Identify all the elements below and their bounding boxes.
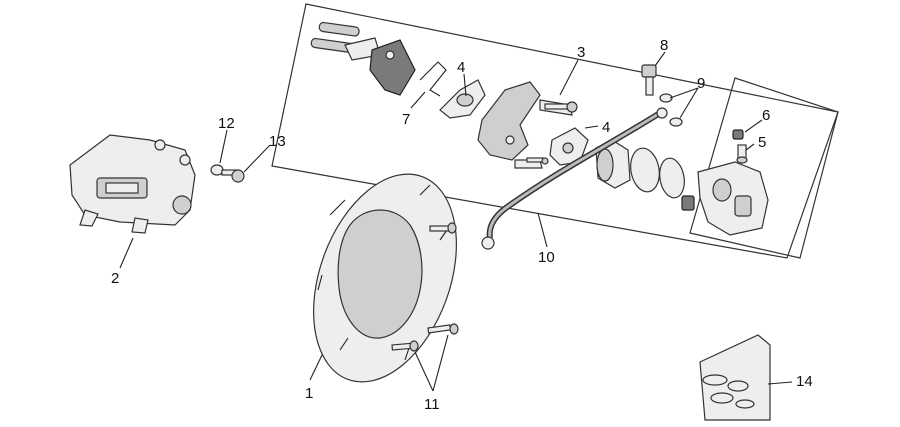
part-pad-spring xyxy=(419,61,447,97)
part-copper-washer-lower xyxy=(669,117,683,127)
callout-11: 11 xyxy=(424,396,440,413)
callout-1: 1 xyxy=(305,385,313,402)
callout-10: 10 xyxy=(538,249,555,266)
part-caliper-bracket xyxy=(69,134,196,234)
callout-4-upper: 4 xyxy=(457,59,465,76)
part-disc-bolts xyxy=(391,222,459,352)
leader-2 xyxy=(119,237,134,269)
leader-10 xyxy=(537,212,548,248)
caliper-assembly-frame xyxy=(271,3,839,259)
leader-8 xyxy=(654,51,666,67)
leader-7 xyxy=(410,91,426,109)
leader-9b xyxy=(679,87,699,119)
part-bleed-cap xyxy=(732,129,744,140)
part-pad-plate xyxy=(549,127,589,166)
part-caliper-screws xyxy=(526,101,578,165)
callout-9: 9 xyxy=(697,75,705,92)
leader-11b xyxy=(432,334,449,392)
part-brake-disc xyxy=(313,173,457,383)
callout-4-lower: 4 xyxy=(602,119,610,136)
callout-2: 2 xyxy=(111,270,119,287)
part-bracket-bolt xyxy=(221,169,245,183)
leader-9a xyxy=(669,87,699,99)
part-bleed-screw xyxy=(736,144,748,164)
part-brake-pad-inner xyxy=(439,79,486,119)
callout-7: 7 xyxy=(402,111,410,128)
part-copper-washer-upper xyxy=(659,93,673,103)
part-washer xyxy=(210,164,224,176)
callout-14: 14 xyxy=(796,373,813,390)
leader-4a xyxy=(463,73,467,97)
part-pad-pins xyxy=(310,21,381,61)
callout-13: 13 xyxy=(269,133,286,150)
part-caliper-body xyxy=(681,161,769,236)
callout-8: 8 xyxy=(660,37,668,54)
callout-6: 6 xyxy=(762,107,770,124)
part-brake-hose xyxy=(481,107,668,250)
part-banjo-bolt xyxy=(641,64,657,96)
part-seal-kit xyxy=(699,334,771,421)
leader-3 xyxy=(559,59,579,96)
leader-4b xyxy=(584,125,599,129)
leader-13 xyxy=(243,144,271,173)
part-seal-outer xyxy=(630,147,660,193)
part-brake-pad-outer xyxy=(369,39,416,96)
leader-6 xyxy=(744,119,763,133)
leader-lines xyxy=(119,51,793,392)
part-seal-inner xyxy=(659,157,685,199)
leader-14 xyxy=(767,381,793,385)
callout-3: 3 xyxy=(577,44,585,61)
callout-5: 5 xyxy=(758,134,766,151)
leader-1 xyxy=(309,354,323,381)
leader-11a xyxy=(414,351,434,392)
leader-5 xyxy=(745,143,755,151)
leader-12 xyxy=(219,129,228,164)
callout-12: 12 xyxy=(218,115,235,132)
